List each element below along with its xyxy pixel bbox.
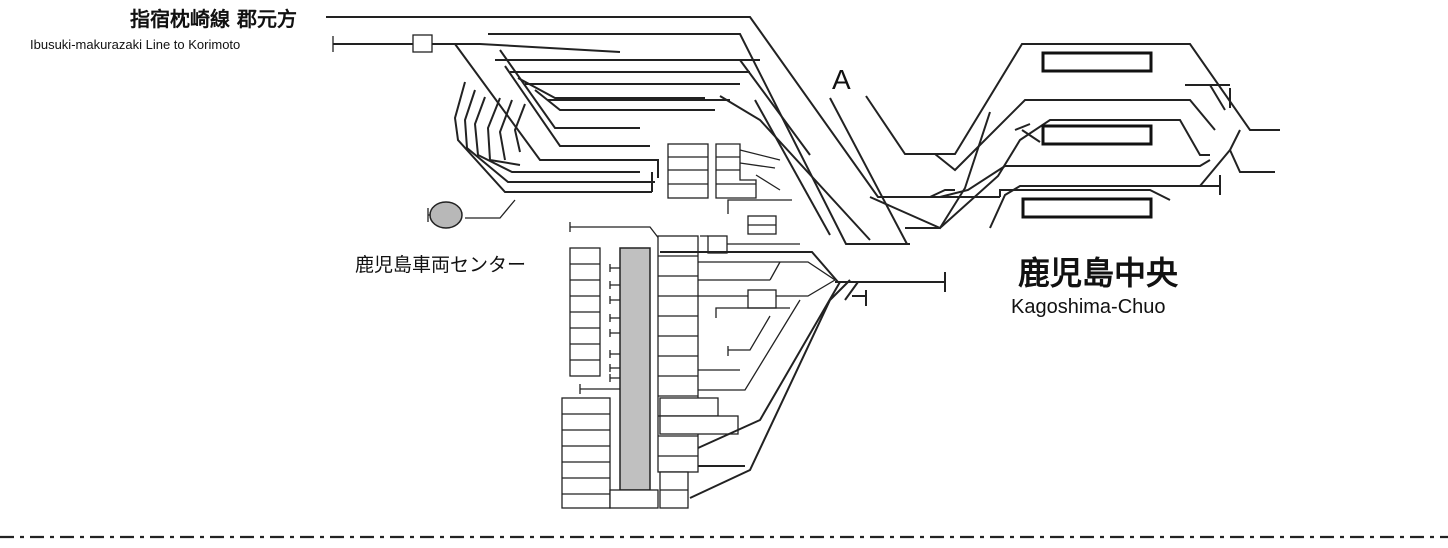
depot-name: 鹿児島車両センター [355,254,527,276]
depot-loop-sidings [427,81,659,229]
platform-1 [1041,51,1153,73]
turntable [429,201,463,229]
ibusuki-makurazaki-line [326,16,1000,198]
depot-lower-shed [561,235,739,509]
station-name-ja: 鹿児島中央 [1018,254,1179,292]
marker-label: A [832,64,851,95]
platform-2 [1041,124,1153,146]
depot-building [619,247,651,491]
line-name-en: Ibusuki-makurazaki Line to Korimoto [30,37,241,52]
depot-throat [660,251,946,499]
signal-box [412,34,433,53]
station-name-en: Kagoshima-Chuo [1011,296,1166,318]
platforms [1021,51,1153,219]
platform-3 [1021,197,1153,219]
station-tracks [829,43,1280,245]
depot-buildings [569,143,800,254]
line-name-ja: 指宿枕崎線 郡元方 [130,7,297,31]
depot-upper-sidings [454,33,910,245]
